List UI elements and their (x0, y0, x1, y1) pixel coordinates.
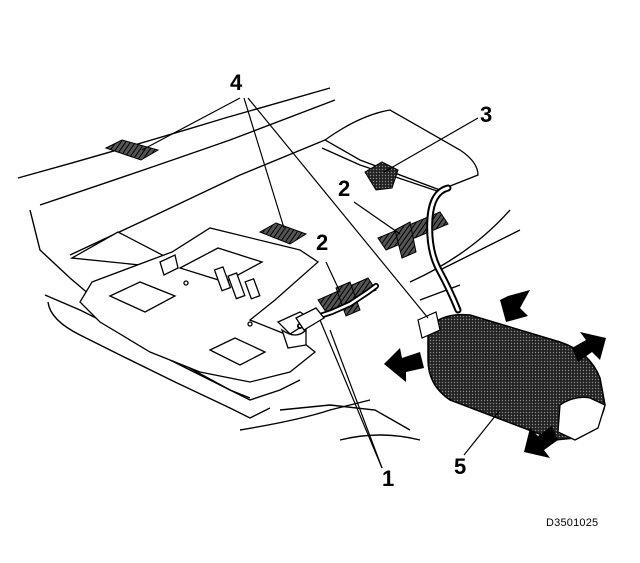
arrow-bottom (524, 426, 558, 458)
lid-pads (104, 139, 308, 245)
arrow-right (572, 332, 606, 362)
sensor-module (417, 311, 606, 441)
figure-code: D3501025 (546, 517, 599, 529)
callout-label-2-lower: 2 (316, 230, 329, 255)
leader-lines (141, 97, 501, 469)
overhead-console (69, 227, 320, 383)
connector (295, 307, 325, 331)
callout-label-4: 4 (230, 70, 243, 95)
callout-label-5: 5 (454, 454, 467, 479)
arrows (384, 290, 606, 458)
pad-center (258, 222, 308, 245)
pad-left (104, 139, 160, 161)
arrow-top (500, 290, 530, 322)
arrow-left (384, 348, 424, 382)
callout-label-2-upper: 2 (338, 176, 351, 201)
callout-label-3: 3 (480, 102, 493, 127)
callout-label-1: 1 (382, 466, 395, 491)
